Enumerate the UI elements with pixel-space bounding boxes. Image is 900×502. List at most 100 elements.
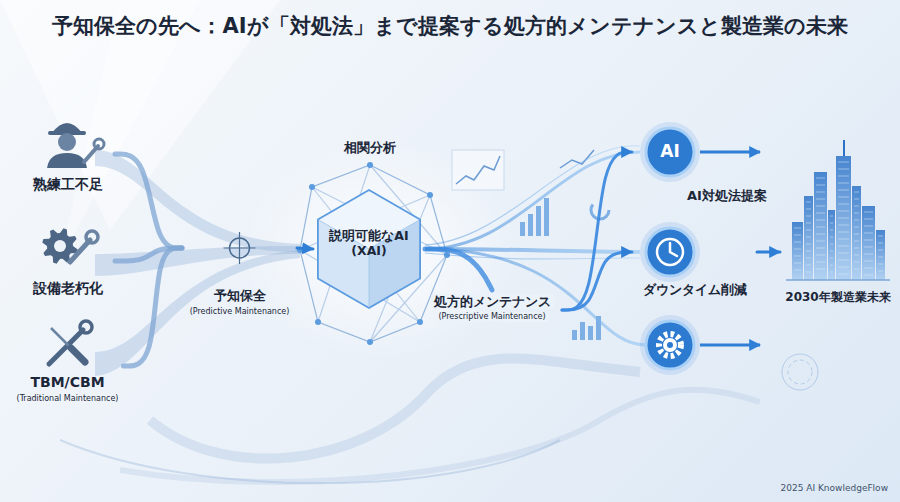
window-row bbox=[878, 257, 883, 258]
flow-connector bbox=[297, 248, 313, 249]
window-row bbox=[816, 227, 825, 228]
tower-spire bbox=[843, 140, 845, 156]
window-row bbox=[816, 185, 825, 186]
window-row bbox=[854, 192, 859, 193]
window-row bbox=[816, 192, 825, 193]
window-row bbox=[864, 275, 873, 276]
decor-circle bbox=[367, 339, 373, 345]
decor-circle bbox=[782, 354, 818, 390]
decor-path bbox=[700, 344, 760, 347]
flow-connector bbox=[115, 154, 182, 248]
screwdriver-handle bbox=[71, 348, 85, 362]
result-item: AIAI対処法提案 bbox=[632, 122, 782, 212]
section-label: 相関分析 bbox=[344, 140, 396, 156]
wrench-head bbox=[80, 321, 92, 333]
decor-rect bbox=[580, 322, 585, 340]
window-row bbox=[854, 227, 859, 228]
window-row bbox=[816, 234, 825, 235]
window-row bbox=[806, 237, 811, 238]
window-row bbox=[806, 244, 811, 245]
node-heading: 説明可能なAI (XAI) bbox=[321, 228, 417, 258]
window-row bbox=[864, 261, 873, 262]
window-row bbox=[816, 241, 825, 242]
worker-head bbox=[58, 133, 76, 151]
output-arrow bbox=[700, 151, 760, 154]
window-row bbox=[830, 265, 833, 266]
window-row bbox=[838, 204, 849, 205]
circle-glow bbox=[640, 222, 700, 282]
window-row bbox=[854, 234, 859, 235]
window-row bbox=[794, 235, 801, 236]
window-row bbox=[830, 258, 833, 259]
decor-path bbox=[95, 250, 300, 376]
flow-connector bbox=[124, 248, 183, 366]
node-heading: TBM/CBM bbox=[30, 374, 104, 391]
window-row bbox=[864, 212, 873, 213]
window-row bbox=[854, 220, 859, 221]
clock-circle bbox=[646, 228, 694, 276]
city-building bbox=[804, 196, 813, 280]
window-row bbox=[838, 267, 849, 268]
node-heading: 設備老朽化 bbox=[33, 280, 103, 297]
window-row bbox=[838, 260, 849, 261]
decor-rect bbox=[452, 150, 504, 190]
merging-bands bbox=[95, 150, 300, 376]
window-row bbox=[830, 223, 833, 224]
window-row bbox=[830, 251, 833, 252]
window-row bbox=[878, 236, 883, 237]
stage-label: 予知保全 (Predictive Maintenance) bbox=[182, 230, 297, 322]
node-heading: AI bbox=[646, 141, 694, 161]
decor-path bbox=[60, 440, 560, 483]
future-city: 2030年製造業未来 bbox=[780, 150, 896, 312]
decor-circle bbox=[667, 342, 673, 348]
window-row bbox=[838, 183, 849, 184]
window-row bbox=[864, 233, 873, 234]
decor-rect bbox=[588, 326, 593, 340]
node-subtext: (Predictive Maintenance) bbox=[187, 307, 293, 317]
cause-item: TBM/CBM(Traditional Maintenance) bbox=[12, 318, 124, 414]
window-row bbox=[794, 228, 801, 229]
window-row bbox=[830, 230, 833, 231]
node-heading: 熟練工不足 bbox=[33, 176, 103, 193]
city-ground bbox=[786, 279, 890, 281]
window-row bbox=[838, 246, 849, 247]
node-heading: 予知保全 bbox=[211, 288, 269, 303]
window-row bbox=[794, 256, 801, 257]
stage-label: 処方的メンテナンス(Prescriptive Maintenance) bbox=[422, 290, 562, 330]
decor-rect bbox=[520, 222, 525, 236]
decor-path bbox=[95, 150, 300, 252]
window-row bbox=[838, 253, 849, 254]
window-row bbox=[864, 268, 873, 269]
window-row bbox=[838, 176, 849, 177]
window-row bbox=[838, 274, 849, 275]
window-row bbox=[854, 255, 859, 256]
window-row bbox=[854, 241, 859, 242]
gear-hole bbox=[54, 240, 66, 252]
decor-rect bbox=[528, 214, 533, 236]
window-row bbox=[864, 240, 873, 241]
screwdriver-shaft bbox=[51, 328, 71, 348]
worker-body bbox=[47, 153, 87, 168]
wrench-handle bbox=[70, 240, 90, 262]
decor-circle bbox=[788, 360, 812, 384]
decor-circle bbox=[309, 184, 315, 190]
data-streams bbox=[425, 146, 646, 345]
window-row bbox=[816, 269, 825, 270]
decor-path bbox=[120, 390, 760, 482]
window-row bbox=[794, 263, 801, 264]
window-row bbox=[854, 269, 859, 270]
gear-circle bbox=[640, 315, 760, 375]
window-row bbox=[806, 272, 811, 273]
decor-rect bbox=[536, 206, 541, 236]
window-row bbox=[816, 213, 825, 214]
window-row bbox=[806, 230, 811, 231]
decor-rect bbox=[572, 330, 577, 340]
window-row bbox=[838, 197, 849, 198]
window-row bbox=[816, 220, 825, 221]
city-building bbox=[876, 230, 885, 280]
window-row bbox=[806, 258, 811, 259]
clock-hands bbox=[670, 243, 677, 256]
window-row bbox=[838, 211, 849, 212]
xai-cube: 説明可能なAI (XAI) bbox=[313, 190, 425, 308]
